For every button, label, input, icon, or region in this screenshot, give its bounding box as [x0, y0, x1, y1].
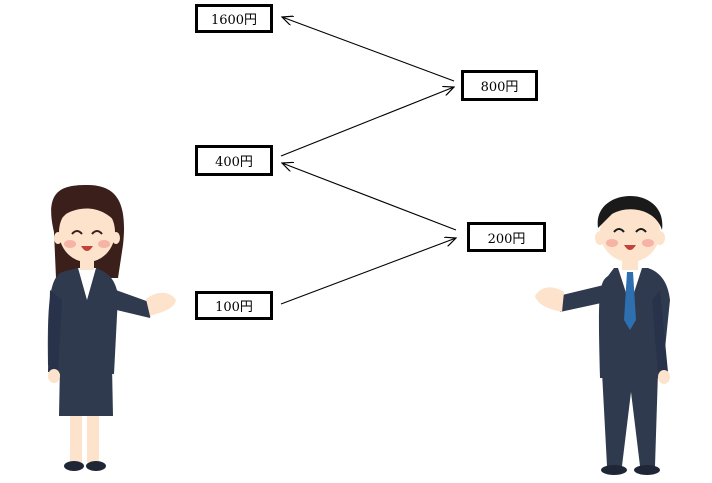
flow-arrows [280, 17, 457, 305]
amount-box-400: 400円 [195, 145, 273, 176]
amount-box-100: 100円 [195, 291, 273, 320]
amount-box-1600: 1600円 [195, 4, 273, 33]
businesswoman-icon [47, 185, 176, 471]
businessman-icon [535, 196, 670, 475]
amount-box-800: 800円 [461, 70, 538, 101]
arrow-800-to-1600 [282, 17, 455, 82]
arrow-200-to-400 [282, 163, 457, 231]
arrow-400-to-800 [280, 87, 454, 157]
arrow-100-to-200 [280, 238, 456, 305]
amount-box-200: 200円 [467, 222, 546, 252]
